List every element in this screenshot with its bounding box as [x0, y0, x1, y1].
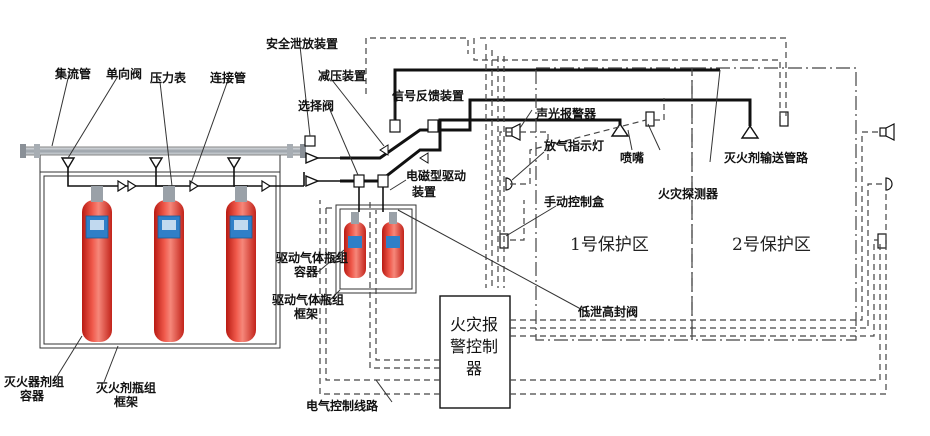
label-signal-feedback: 信号反馈装置 — [392, 88, 464, 103]
label-discharge-indicator: 放气指示灯 — [543, 138, 604, 153]
zone-1-label: 1号保护区 — [570, 235, 649, 255]
label-agent-container-2: 容器 — [19, 388, 45, 403]
fire-alarm-controller — [439, 295, 511, 409]
fire-detector-icon — [645, 111, 789, 127]
extinguishant-pipe — [340, 98, 752, 160]
agent-cylinder — [82, 186, 112, 342]
label-pressure-gauge: 压力表 — [150, 70, 187, 85]
label-agent-frame: 灭火剂瓶组 — [95, 380, 156, 395]
label-drive-bottle-frame-2: 框架 — [294, 306, 318, 321]
nozzle-icon — [610, 122, 760, 139]
label-drive-bottle-container-2: 容器 — [293, 264, 319, 279]
check-valve-icon — [117, 179, 272, 193]
drive-gas-cylinder — [382, 212, 404, 278]
label-drive-bottle-container: 驱动气体瓶组 — [276, 250, 348, 265]
label-low-leak-valve: 低泄高封阀 — [577, 304, 638, 319]
signal-feedback-pipe — [393, 68, 720, 128]
label-solenoid-driver-2: 装置 — [411, 184, 436, 199]
label-nozzle: 喷嘴 — [620, 150, 644, 165]
label-collector-pipe: 集流管 — [54, 66, 91, 81]
zone-2-label: 2号保护区 — [732, 235, 811, 255]
label-check-valve: 单向阀 — [106, 66, 142, 81]
electrical-line — [365, 37, 469, 94]
zone-2-boundary — [691, 67, 857, 341]
label-safety-relief: 安全泄放装置 — [266, 36, 338, 51]
label-fire-detector: 火灾探测器 — [658, 186, 719, 201]
sound-light-alarm-icon — [505, 123, 895, 141]
agent-cylinder — [154, 186, 184, 342]
agent-bottle-frame-inner — [43, 175, 277, 345]
zone-1-boundary — [535, 67, 693, 341]
check-valve-icon — [60, 157, 242, 170]
controller-line-1: 火灾报 — [450, 315, 498, 334]
label-solenoid-driver: 电磁型驱动 — [406, 168, 466, 183]
label-electrical-line: 电气控制线路 — [306, 398, 379, 413]
signal-feedback-device — [389, 119, 401, 133]
selector-valve-icon — [304, 135, 320, 188]
collector-pipe — [20, 144, 306, 158]
label-agent-frame-2: 框架 — [114, 394, 138, 409]
manual-control-box-icon — [499, 233, 887, 249]
agent-cylinder — [226, 186, 256, 342]
label-agent-container: 灭火器剂组 — [3, 374, 64, 389]
label-drive-bottle-frame: 驱动气体瓶组 — [272, 292, 344, 307]
controller-line-3: 器 — [466, 359, 482, 378]
agent-bottle-frame — [39, 171, 281, 349]
controller-line-2: 警控制 — [450, 337, 498, 356]
label-connecting-pipe: 连接管 — [210, 70, 246, 85]
label-sound-light-alarm: 声光报警器 — [535, 106, 597, 121]
label-selector-valve: 选择阀 — [298, 98, 334, 113]
drive-gas-cylinder — [344, 212, 366, 278]
leader-lines — [51, 45, 721, 403]
label-pressure-reducer: 减压装置 — [318, 68, 366, 83]
label-manual-control-box: 手动控制盒 — [544, 194, 605, 209]
discharge-indicator-icon — [505, 177, 893, 191]
label-extinguishant-pipe: 灭火剂输送管路 — [723, 150, 809, 165]
